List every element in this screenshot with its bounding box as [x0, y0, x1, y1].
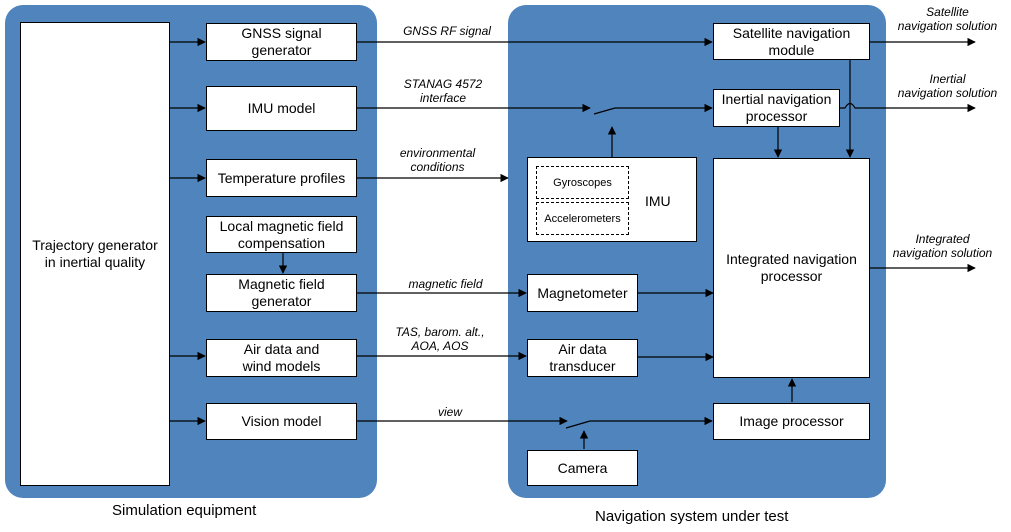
air-data-signals-label: TAS, barom. alt., AOA, AOS: [395, 325, 485, 353]
gyroscopes-block: Gyroscopes: [536, 166, 629, 199]
inertial-solution-label: Inertial navigation solution: [897, 72, 998, 100]
satellite-solution-label: Satellite navigation solution: [897, 5, 998, 33]
camera-block: Camera: [527, 450, 638, 486]
vision-model-block: Vision model: [206, 403, 357, 440]
air-data-transducer-block: Air data transducer: [527, 339, 638, 377]
gnss-signal-generator-block: GNSS signal generator: [206, 23, 357, 61]
image-processor-block: Image processor: [713, 403, 870, 440]
integrated-solution-label: Integrated navigation solution: [892, 232, 993, 260]
temperature-profiles-block: Temperature profiles: [206, 159, 357, 197]
navigation-system-caption: Navigation system under test: [595, 508, 789, 525]
magnetic-field-generator-block: Magnetic field generator: [206, 274, 357, 312]
imu-model-block: IMU model: [206, 86, 357, 131]
magnetic-field-label: magnetic field: [408, 277, 483, 291]
gnss-rf-signal-label: GNSS RF signal: [403, 24, 491, 38]
imu-label: IMU: [645, 193, 671, 209]
air-data-models-block: Air data and wind models: [206, 339, 357, 377]
inertial-navigation-processor-block: Inertial navigation processor: [713, 89, 840, 127]
imu-block: [527, 157, 697, 242]
simulation-equipment-caption: Simulation equipment: [112, 502, 257, 519]
view-label: view: [437, 405, 462, 419]
accelerometers-block: Accelerometers: [536, 202, 629, 235]
magnetometer-block: Magnetometer: [527, 274, 638, 312]
environmental-conditions-label: environmental conditions: [399, 146, 476, 174]
stanag-interface-label: STANAG 4572 interface: [403, 77, 483, 105]
satellite-navigation-module-block: Satellite navigation module: [713, 23, 870, 60]
local-magnetic-compensation-block: Local magnetic field compensation: [206, 216, 357, 253]
integrated-navigation-processor-block: Integrated navigation processor: [713, 158, 870, 378]
trajectory-generator-block: Trajectory generator in inertial quality: [20, 22, 170, 486]
